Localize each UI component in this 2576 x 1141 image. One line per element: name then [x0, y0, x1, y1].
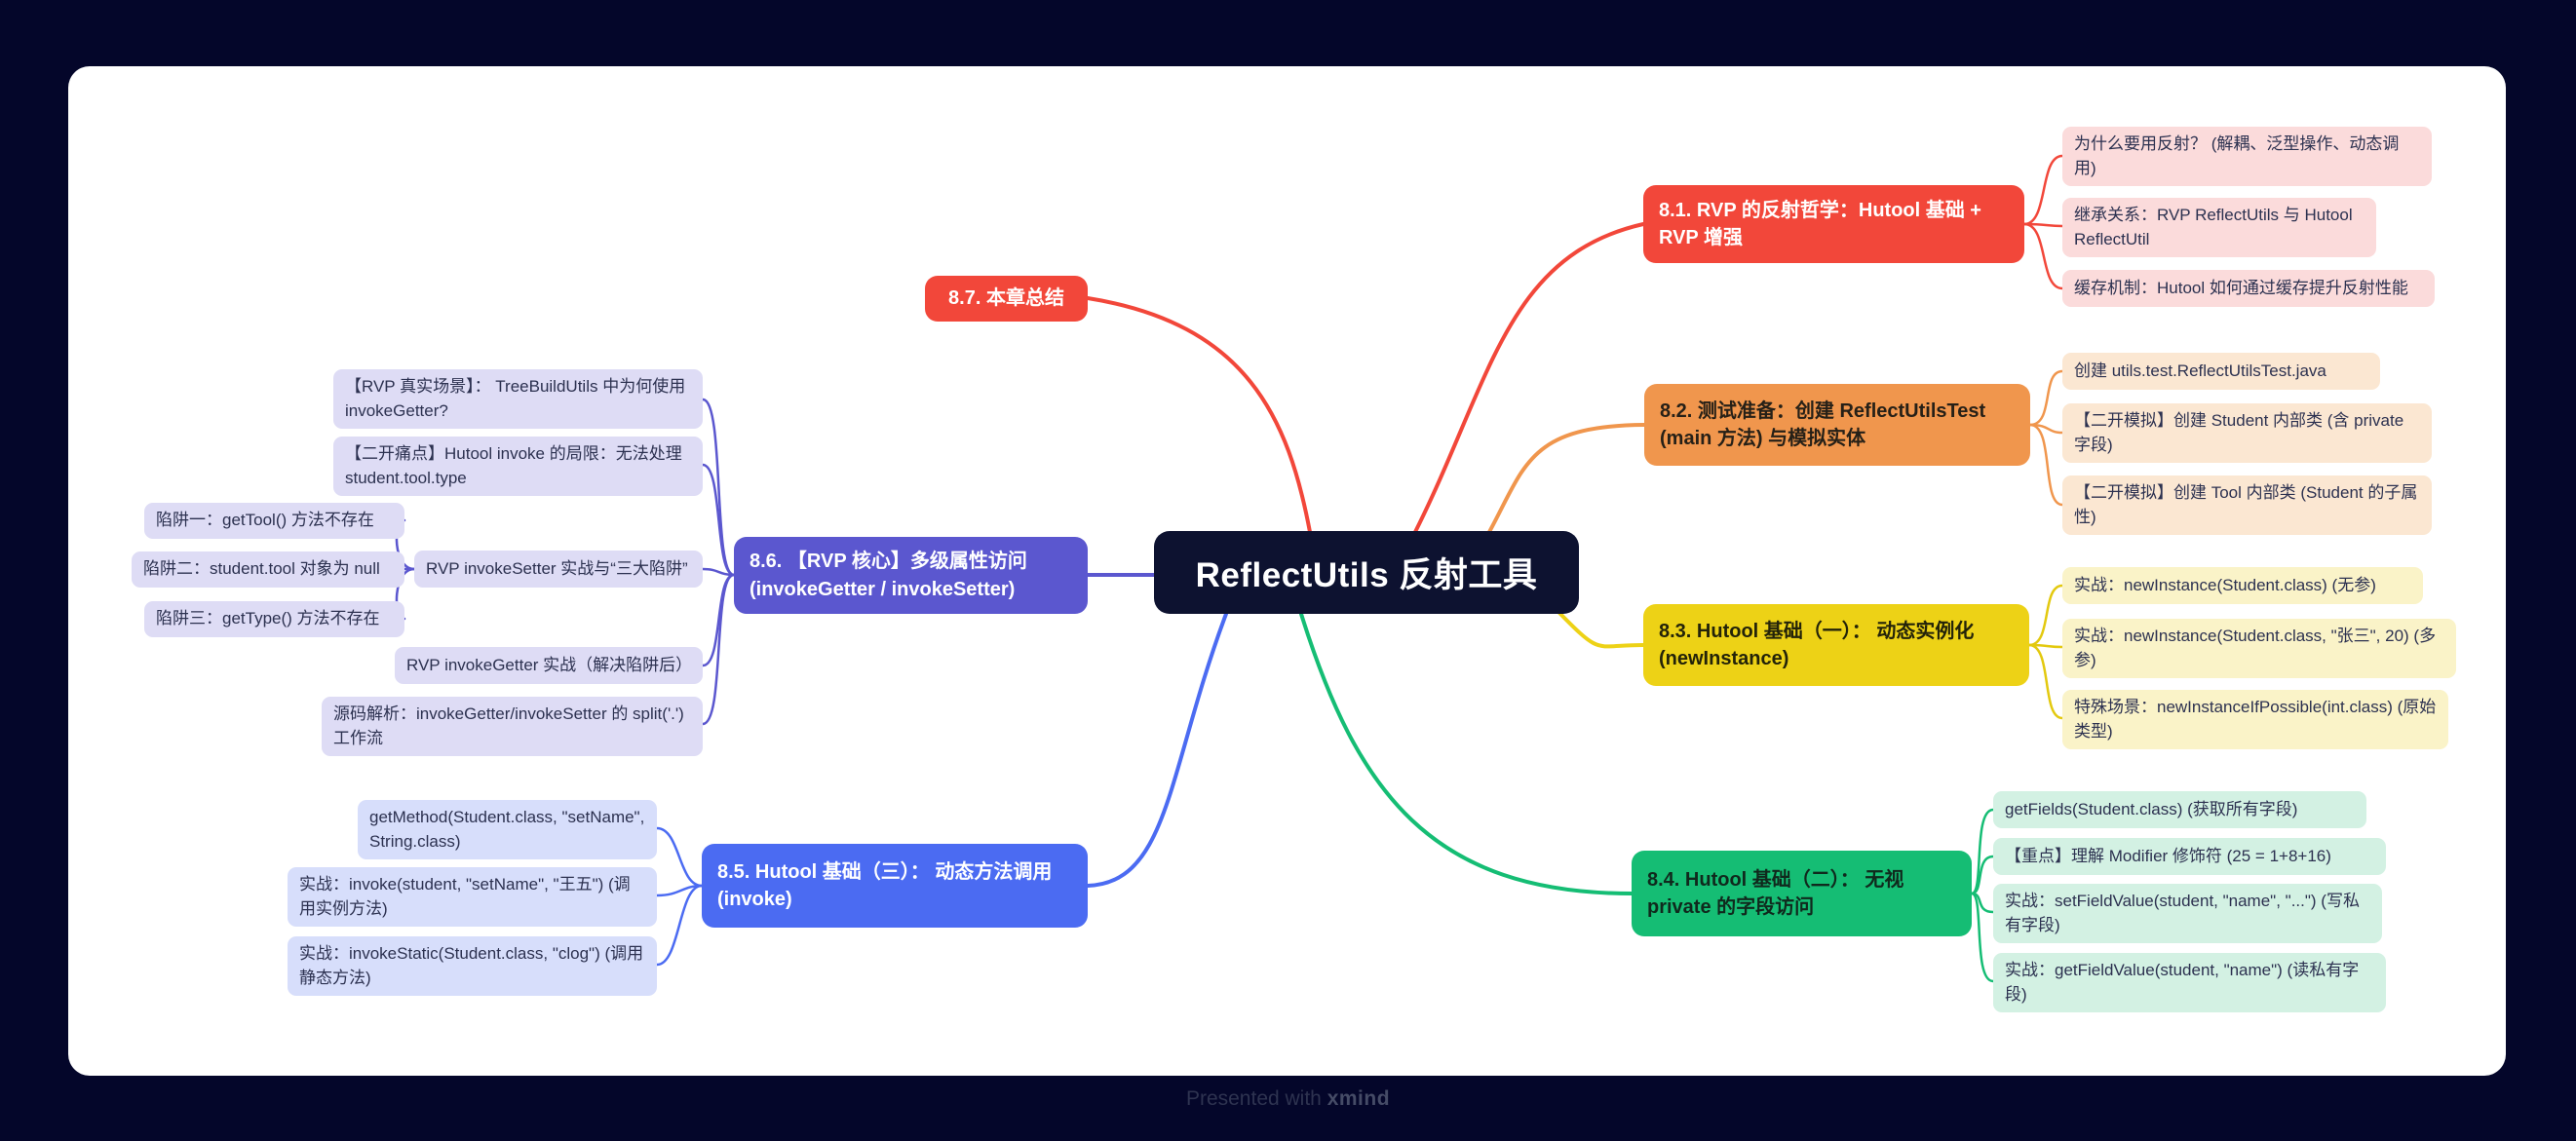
- topic-8-3-label: 8.3. Hutool 基础（一）： 动态实例化 (newInstance): [1659, 620, 1975, 669]
- topic-8-3-child-3[interactable]: 特殊场景：newInstanceIfPossible(int.class) (原…: [2062, 690, 2448, 750]
- topic-8-3-child-2[interactable]: 实战：newInstance(Student.class, "张三", 20) …: [2062, 619, 2456, 679]
- topic-8-5-label: 8.5. Hutool 基础（三）： 动态方法调用 (invoke): [717, 860, 1053, 910]
- central-topic[interactable]: ReflectUtils 反射工具: [1154, 531, 1579, 614]
- topic-8-4-child-2[interactable]: 【重点】理解 Modifier 修饰符 (25 = 1+8+16): [1993, 838, 2386, 875]
- topic-8-5-child-2-label: 实战：invoke(student, "setName", "王五") (调用实…: [299, 875, 631, 918]
- topic-8-6-child-1[interactable]: 【RVP 真实场景】： TreeBuildUtils 中为何使用 invokeG…: [333, 369, 703, 430]
- topic-8-2-child-1-label: 创建 utils.test.ReflectUtilsTest.java: [2074, 361, 2326, 380]
- topic-8-2-child-2[interactable]: 【二开模拟】创建 Student 内部类 (含 private 字段): [2062, 403, 2432, 464]
- topic-8-6-child-3-label: RVP invokeSetter 实战与“三大陷阱”: [426, 558, 688, 578]
- topic-8-3-child-3-label: 特殊场景：newInstanceIfPossible(int.class) (原…: [2074, 698, 2437, 741]
- topic-8-6-child-4-label: RVP invokeGetter 实战（解决陷阱后）: [406, 655, 693, 674]
- topic-8-4-child-2-label: 【重点】理解 Modifier 修饰符 (25 = 1+8+16): [2005, 846, 2331, 865]
- topic-8-1-child-1[interactable]: 为什么要用反射？ (解耦、泛型操作、动态调用): [2062, 127, 2432, 187]
- topic-8-1-child-2[interactable]: 继承关系：RVP ReflectUtils 与 Hutool ReflectUt…: [2062, 198, 2376, 258]
- topic-8-1-child-3-label: 缓存机制：Hutool 如何通过缓存提升反射性能: [2074, 278, 2408, 297]
- topic-trap-2-label: 陷阱二：student.tool 对象为 null: [143, 559, 380, 579]
- topic-8-6-child-3[interactable]: RVP invokeSetter 实战与“三大陷阱”: [414, 551, 703, 588]
- topic-8-2-child-2-label: 【二开模拟】创建 Student 内部类 (含 private 字段): [2074, 411, 2404, 454]
- topic-8-1-child-2-label: 继承关系：RVP ReflectUtils 与 Hutool ReflectUt…: [2074, 206, 2353, 248]
- topic-trap-2[interactable]: 陷阱二：student.tool 对象为 null: [132, 551, 404, 588]
- topic-8-6-child-2-label: 【二开痛点】Hutool invoke 的局限：无法处理 student.too…: [345, 444, 682, 487]
- topic-8-4-child-3-label: 实战：setFieldValue(student, "name", "...")…: [2005, 892, 2360, 934]
- topic-8-1-child-3[interactable]: 缓存机制：Hutool 如何通过缓存提升反射性能: [2062, 270, 2435, 307]
- topic-8-5-child-2[interactable]: 实战：invoke(student, "setName", "王五") (调用实…: [288, 867, 657, 928]
- topic-8-6[interactable]: 8.6. 【RVP 核心】多级属性访问 (invokeGetter / invo…: [734, 537, 1088, 614]
- topic-trap-1-label: 陷阱一：getTool() 方法不存在: [156, 511, 374, 530]
- topic-8-4[interactable]: 8.4. Hutool 基础（二）： 无视 private 的字段访问: [1632, 851, 1972, 936]
- central-topic-label: ReflectUtils 反射工具: [1195, 556, 1538, 594]
- topic-8-4-child-4[interactable]: 实战：getFieldValue(student, "name") (读私有字段…: [1993, 953, 2386, 1013]
- topic-8-5[interactable]: 8.5. Hutool 基础（三）： 动态方法调用 (invoke): [702, 844, 1088, 928]
- topic-8-2-label: 8.2. 测试准备：创建 ReflectUtilsTest (main 方法) …: [1660, 399, 1986, 449]
- topic-8-4-child-1-label: getFields(Student.class) (获取所有字段): [2005, 799, 2298, 818]
- topic-8-3-child-1-label: 实战：newInstance(Student.class) (无参): [2074, 575, 2376, 594]
- topic-trap-3-label: 陷阱三：getType() 方法不存在: [156, 609, 380, 628]
- footer-brand: xmind: [1326, 1087, 1391, 1110]
- topic-8-4-child-4-label: 实战：getFieldValue(student, "name") (读私有字段…: [2005, 961, 2360, 1004]
- topic-8-4-child-3[interactable]: 实战：setFieldValue(student, "name", "...")…: [1993, 884, 2382, 944]
- topic-8-6-child-1-label: 【RVP 真实场景】： TreeBuildUtils 中为何使用 invokeG…: [345, 377, 686, 420]
- topic-8-1-label: 8.1. RVP 的反射哲学：Hutool 基础 + RVP 增强: [1659, 199, 1981, 248]
- topic-8-3-child-2-label: 实战：newInstance(Student.class, "张三", 20) …: [2074, 627, 2437, 669]
- topic-8-6-child-5[interactable]: 源码解析：invokeGetter/invokeSetter 的 split('…: [322, 697, 703, 757]
- footer: Presented with xmind: [0, 1087, 2576, 1111]
- topic-8-4-label: 8.4. Hutool 基础（二）： 无视 private 的字段访问: [1647, 868, 1904, 918]
- topic-8-2-child-1[interactable]: 创建 utils.test.ReflectUtilsTest.java: [2062, 353, 2380, 390]
- topic-8-6-child-4[interactable]: RVP invokeGetter 实战（解决陷阱后）: [395, 647, 703, 684]
- topic-8-4-child-1[interactable]: getFields(Student.class) (获取所有字段): [1993, 791, 2366, 828]
- topic-8-1-child-1-label: 为什么要用反射？ (解耦、泛型操作、动态调用): [2074, 134, 2400, 177]
- topic-8-5-child-1[interactable]: getMethod(Student.class, "setName", Stri…: [358, 800, 657, 860]
- topic-8-6-label: 8.6. 【RVP 核心】多级属性访问 (invokeGetter / invo…: [750, 551, 1027, 600]
- topic-8-1[interactable]: 8.1. RVP 的反射哲学：Hutool 基础 + RVP 增强: [1643, 185, 2024, 263]
- topic-8-3-child-1[interactable]: 实战：newInstance(Student.class) (无参): [2062, 567, 2423, 604]
- topic-8-5-child-3-label: 实战：invokeStatic(Student.class, "clog") (…: [299, 944, 644, 987]
- topic-8-2-child-3[interactable]: 【二开模拟】创建 Tool 内部类 (Student 的子属性): [2062, 475, 2432, 536]
- topic-8-2-child-3-label: 【二开模拟】创建 Tool 内部类 (Student 的子属性): [2074, 483, 2418, 526]
- topic-8-6-child-2[interactable]: 【二开痛点】Hutool invoke 的局限：无法处理 student.too…: [333, 437, 703, 497]
- topic-8-6-child-5-label: 源码解析：invokeGetter/invokeSetter 的 split('…: [333, 704, 684, 747]
- topic-8-5-child-1-label: getMethod(Student.class, "setName", Stri…: [369, 808, 645, 851]
- footer-prefix: Presented with: [1185, 1087, 1327, 1110]
- topic-8-3[interactable]: 8.3. Hutool 基础（一）： 动态实例化 (newInstance): [1643, 604, 2029, 686]
- topic-trap-1[interactable]: 陷阱一：getTool() 方法不存在: [144, 503, 404, 539]
- topic-8-7-label: 8.7. 本章总结: [948, 287, 1064, 310]
- topic-8-5-child-3[interactable]: 实战：invokeStatic(Student.class, "clog") (…: [288, 936, 657, 997]
- topic-trap-3[interactable]: 陷阱三：getType() 方法不存在: [144, 601, 404, 637]
- topic-8-2[interactable]: 8.2. 测试准备：创建 ReflectUtilsTest (main 方法) …: [1644, 384, 2030, 466]
- topic-8-7[interactable]: 8.7. 本章总结: [925, 276, 1088, 322]
